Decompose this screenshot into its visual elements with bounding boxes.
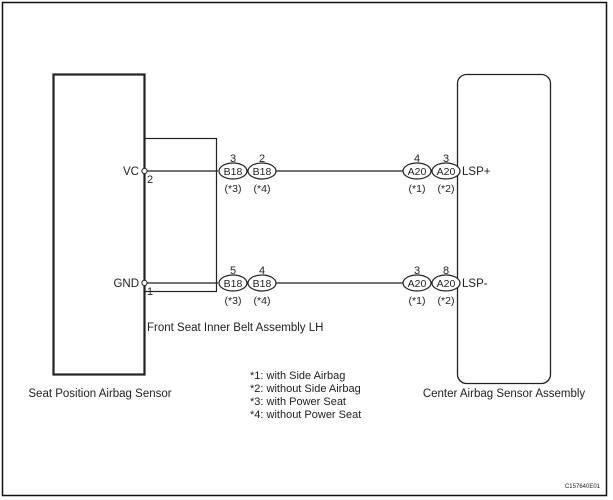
seat-sensor-label: Seat Position Airbag Sensor — [28, 388, 171, 400]
connector-oval — [431, 162, 461, 180]
connector-note: (*1) — [409, 183, 426, 195]
connector-pin: 3 — [443, 153, 449, 165]
center-sensor-label: Center Airbag Sensor Assembly — [423, 388, 586, 400]
connector-pin: 4 — [259, 265, 265, 277]
connector-oval — [218, 274, 248, 292]
connector-pin: 4 — [414, 153, 420, 165]
connector-note: (*1) — [409, 295, 426, 307]
connector-note: (*2) — [438, 183, 455, 195]
terminal-label: LSP- — [462, 278, 488, 290]
legend-item: *4: without Power Seat — [250, 409, 361, 421]
connector-note: (*4) — [254, 183, 271, 195]
connector-oval — [402, 162, 432, 180]
connector-note: (*3) — [225, 183, 242, 195]
terminal-icon — [141, 167, 148, 175]
connector-code: B18 — [253, 278, 272, 290]
connector-pin: 2 — [259, 153, 265, 165]
legend-item: *2: without Side Airbag — [250, 383, 361, 395]
connector-oval — [402, 274, 432, 292]
center-sensor-box — [456, 73, 552, 385]
connector-oval — [218, 162, 248, 180]
connector-code: A20 — [408, 278, 427, 290]
terminal-label: LSP+ — [462, 166, 491, 178]
connector-oval — [247, 274, 277, 292]
terminal-icon — [141, 279, 148, 287]
legend-item: *1: with Side Airbag — [250, 370, 345, 382]
connector-note: (*3) — [225, 295, 242, 307]
connector-code: A20 — [437, 166, 456, 178]
connector-note: (*2) — [438, 295, 455, 307]
connector-oval — [431, 274, 461, 292]
connector-note: (*4) — [254, 295, 271, 307]
connector-code: A20 — [408, 166, 427, 178]
connector-code: B18 — [224, 166, 243, 178]
legend: *1: with Side Airbag *2: without Side Ai… — [250, 370, 361, 421]
diagram-id: C157640E01 — [565, 484, 601, 490]
inner-belt-box — [143, 137, 218, 293]
connector-code: B18 — [224, 278, 243, 290]
pin-number: 1 — [147, 286, 153, 298]
connector-pin: 3 — [414, 265, 420, 277]
connector-pin: 3 — [230, 153, 236, 165]
connector-code: A20 — [437, 278, 456, 290]
inner-belt-label: Front Seat Inner Belt Assembly LH — [147, 322, 323, 334]
pin-number: 2 — [147, 174, 153, 186]
connector-code: B18 — [253, 166, 272, 178]
legend-item: *3: with Power Seat — [250, 396, 346, 408]
terminal-label: VC — [123, 166, 139, 178]
seat-sensor-box — [52, 73, 146, 376]
connector-pin: 5 — [230, 265, 236, 277]
terminal-label: GND — [113, 278, 139, 290]
connector-pin: 8 — [443, 265, 449, 277]
connector-oval — [247, 162, 277, 180]
